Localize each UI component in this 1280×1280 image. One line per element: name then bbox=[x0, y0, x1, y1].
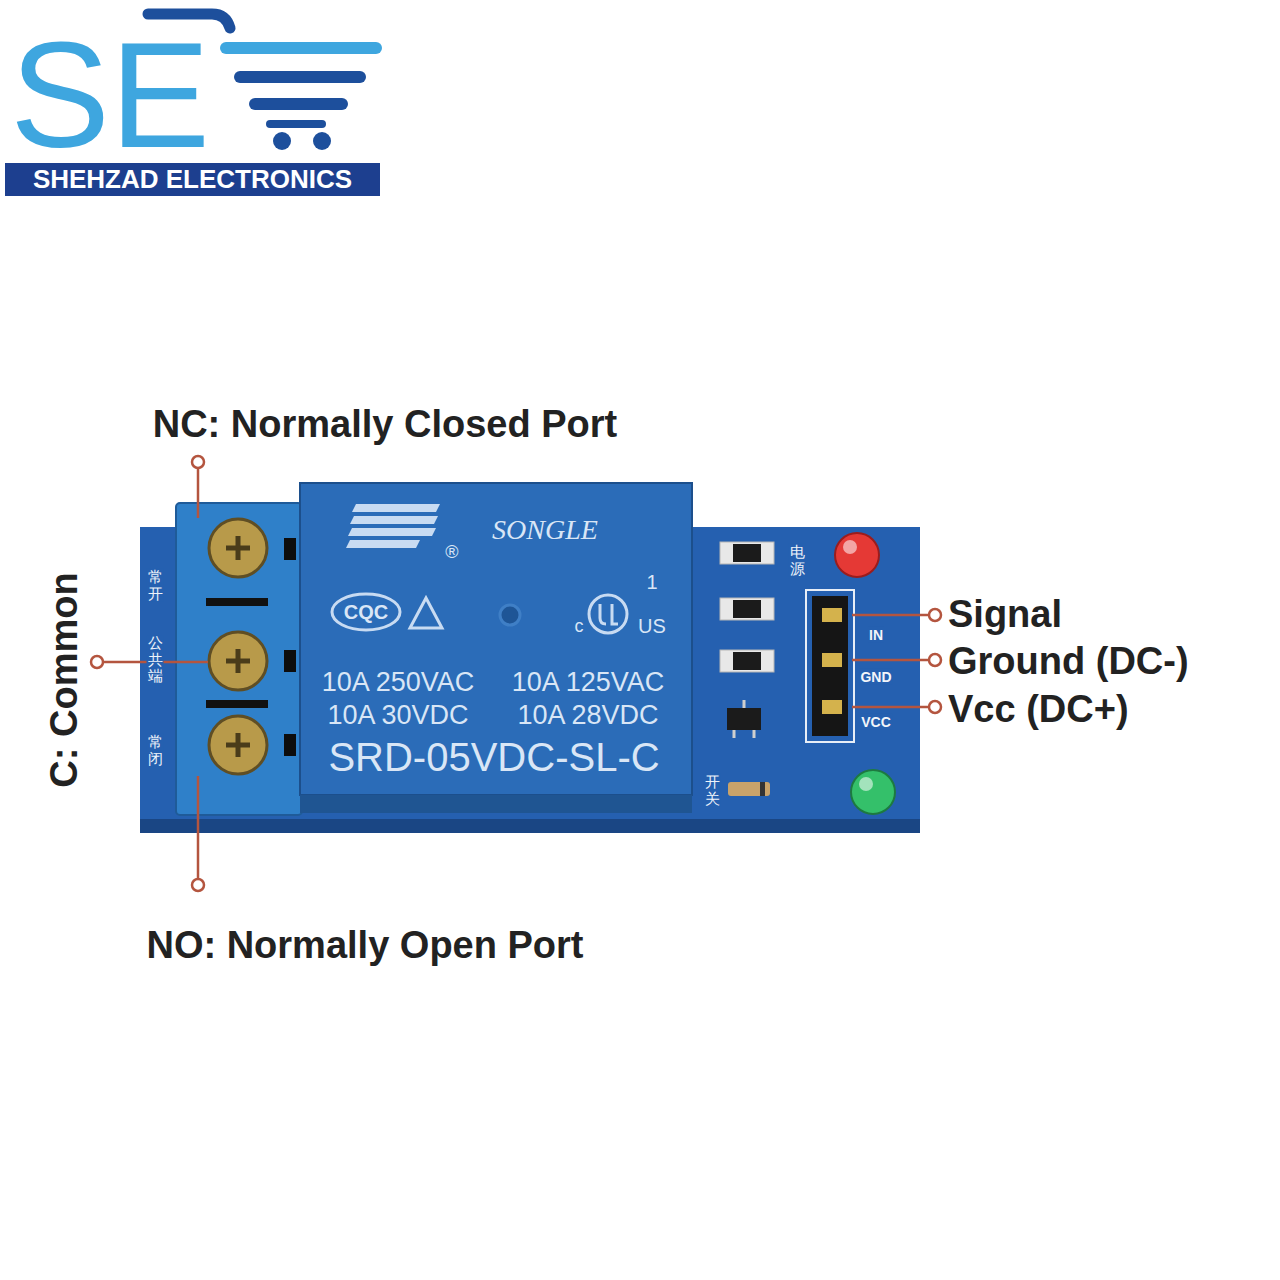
callout-label: Ground (DC-) bbox=[948, 640, 1189, 684]
logo-cart-bar bbox=[226, 42, 376, 54]
songle-logo bbox=[350, 516, 438, 524]
cert-mark: CQC bbox=[344, 601, 388, 624]
relay-rating: 10A 250VAC bbox=[322, 667, 475, 698]
logo-cart-wheel bbox=[313, 132, 331, 150]
silkscreen-label: 公共端 bbox=[147, 635, 164, 685]
callout-label: Signal bbox=[948, 593, 1062, 637]
smd-resistor bbox=[720, 542, 774, 564]
relay-vent bbox=[500, 605, 520, 625]
callout-label: NC: Normally Closed Port bbox=[153, 403, 618, 447]
logo-cart-wheel bbox=[273, 132, 291, 150]
silkscreen-label: 开关 bbox=[704, 774, 721, 807]
callout-label: NO: Normally Open Port bbox=[146, 924, 583, 968]
pcb-edge bbox=[140, 819, 920, 833]
status-led bbox=[851, 770, 895, 814]
screw-head bbox=[209, 632, 267, 690]
terminal-separator bbox=[206, 700, 268, 708]
screw-head bbox=[209, 716, 267, 774]
smd-resistor-body bbox=[733, 652, 761, 670]
screw-slot bbox=[226, 649, 250, 673]
leader-dot bbox=[91, 656, 103, 668]
leader-line bbox=[197, 776, 200, 879]
diode-band bbox=[760, 782, 765, 796]
leader-line bbox=[852, 706, 929, 709]
logo-cart-bar bbox=[240, 71, 360, 83]
led-highlight bbox=[843, 540, 857, 554]
ul-mark-letters bbox=[600, 604, 618, 624]
smd-resistor-body bbox=[733, 600, 761, 618]
logo-cart-bar bbox=[270, 120, 322, 128]
wire-hole bbox=[284, 650, 296, 672]
relay-model: SRD-05VDC-SL-C bbox=[328, 734, 659, 780]
relay-rating: 10A 28VDC bbox=[517, 700, 658, 731]
screw-slot bbox=[226, 733, 250, 757]
songle-logo bbox=[352, 504, 440, 512]
safety-triangle bbox=[410, 598, 442, 628]
header-outline bbox=[806, 590, 854, 742]
relay-side bbox=[300, 795, 692, 813]
terminal-screw bbox=[209, 632, 267, 690]
terminal-separator bbox=[206, 598, 268, 606]
header-pin bbox=[822, 653, 842, 667]
leader-dot bbox=[929, 654, 941, 666]
pin-name: GND bbox=[859, 669, 892, 685]
power-led bbox=[835, 533, 879, 577]
logo-cart-bar bbox=[255, 98, 342, 110]
relay-rating: 10A 30VDC bbox=[327, 700, 468, 731]
cert-mark: 1 bbox=[646, 571, 657, 594]
songle-logo bbox=[348, 528, 436, 536]
pin-name: IN bbox=[868, 627, 884, 643]
relay-module-board: 常开公共端常闭 电源 IN GND VCC 开关 SONGLE ® CQC c US 1 10A 250… bbox=[140, 480, 930, 840]
leader-dot bbox=[929, 609, 941, 621]
screw-slot bbox=[226, 536, 250, 560]
leader-line bbox=[852, 614, 929, 617]
smd-resistor bbox=[720, 598, 774, 620]
relay-rating: 10A 125VAC bbox=[512, 667, 665, 698]
transistor-legs bbox=[734, 700, 754, 738]
silkscreen-label: 常闭 bbox=[147, 734, 164, 767]
terminal-screw bbox=[209, 716, 267, 774]
wire-hole bbox=[284, 734, 296, 756]
screw-head bbox=[209, 519, 267, 577]
registered-mark: ® bbox=[445, 542, 458, 563]
ul-mark bbox=[589, 595, 627, 633]
transistor bbox=[727, 708, 761, 730]
cqc-mark bbox=[332, 594, 400, 630]
leader-dot bbox=[192, 879, 204, 891]
led-highlight bbox=[859, 777, 873, 791]
leader-dot bbox=[929, 701, 941, 713]
relay-top bbox=[300, 483, 692, 795]
silkscreen-label: 常开 bbox=[147, 569, 164, 602]
header-pin bbox=[822, 608, 842, 622]
relay-body: SONGLE ® CQC c US 1 10A 250VAC 10A 125VAC 10A 30… bbox=[300, 483, 692, 810]
silkscreen-label: 电源 bbox=[789, 544, 806, 577]
relay-brand: SONGLE bbox=[492, 514, 598, 546]
callout-label: C: Common bbox=[43, 572, 87, 787]
wire-hole bbox=[284, 538, 296, 560]
leader-dot bbox=[192, 456, 204, 468]
leader-line bbox=[852, 659, 929, 662]
smd-resistor-body bbox=[733, 544, 761, 562]
terminal-block bbox=[176, 503, 302, 815]
pin-name: VCC bbox=[860, 714, 892, 730]
diode bbox=[728, 782, 770, 796]
terminal-screw bbox=[209, 519, 267, 577]
pin-header bbox=[812, 596, 848, 736]
cert-mark: US bbox=[638, 615, 666, 638]
songle-logo bbox=[346, 540, 420, 548]
callout-label: Vcc (DC+) bbox=[948, 688, 1129, 732]
header-pin bbox=[822, 700, 842, 714]
leader-line bbox=[197, 468, 200, 518]
smd-resistor bbox=[720, 650, 774, 672]
logo-letters: SE bbox=[10, 20, 210, 170]
cert-mark: c bbox=[575, 616, 584, 637]
